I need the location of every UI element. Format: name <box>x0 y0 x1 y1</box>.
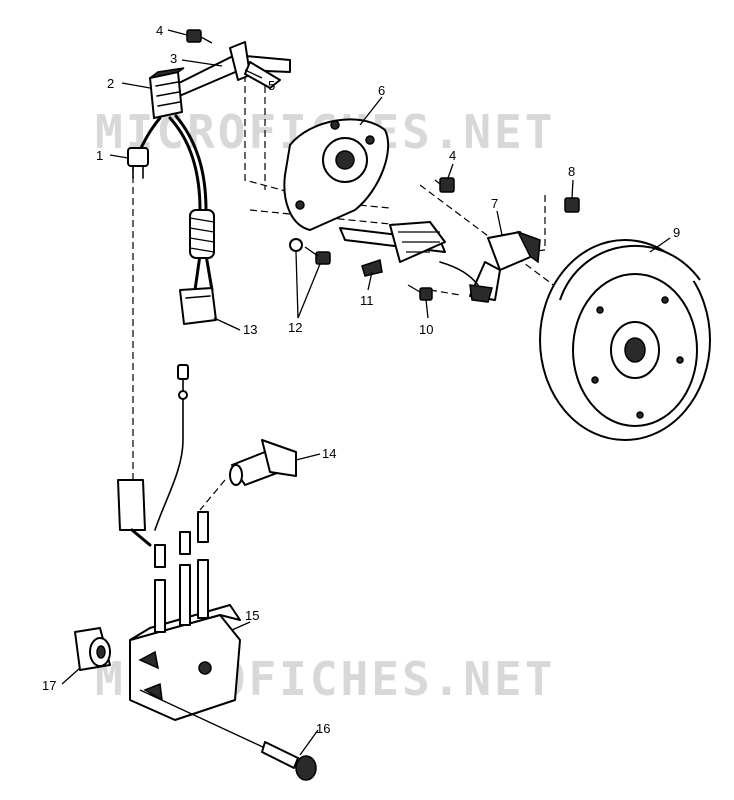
lighting-coil <box>339 221 446 277</box>
screw-washer-12 <box>289 238 331 265</box>
label-16: 16 <box>316 721 330 736</box>
label-6: 6 <box>378 83 385 98</box>
label-8: 8 <box>568 164 575 179</box>
connector-1 <box>127 147 149 179</box>
label-4b: 4 <box>449 148 456 163</box>
label-5: 5 <box>268 78 275 93</box>
callouts: 1 2 3 4 4 5 6 7 8 9 10 11 12 13 14 15 16… <box>42 23 680 736</box>
screw-4-stator <box>434 177 455 193</box>
label-11: 11 <box>360 293 374 308</box>
label-1: 1 <box>96 148 103 163</box>
label-14: 14 <box>322 446 336 461</box>
screw-4-top <box>186 29 213 44</box>
stator-plate <box>283 118 390 231</box>
label-7: 7 <box>491 196 498 211</box>
label-17: 17 <box>42 678 56 693</box>
label-2: 2 <box>107 76 114 91</box>
wire-harness <box>138 114 214 531</box>
kill-wire-terminal <box>117 364 189 547</box>
cdi-posts <box>154 511 209 633</box>
regulator-rectifier <box>149 67 185 119</box>
label-4a: 4 <box>156 23 163 38</box>
bolt-16 <box>139 689 317 781</box>
label-3: 3 <box>170 51 177 66</box>
alignment-lines <box>132 75 561 511</box>
multi-pin-connector <box>179 287 217 325</box>
label-13: 13 <box>243 322 257 337</box>
screw-8 <box>564 197 580 213</box>
label-12: 12 <box>288 320 302 335</box>
pulser-coil <box>439 230 541 303</box>
label-15: 15 <box>245 608 259 623</box>
label-9: 9 <box>673 225 680 240</box>
label-10: 10 <box>419 322 433 337</box>
screw-10 <box>407 284 433 301</box>
spark-plug-cap <box>229 439 297 486</box>
leader-lines <box>61 29 671 756</box>
flywheel <box>539 239 711 441</box>
rubber-mount <box>74 627 111 671</box>
harness-wrap <box>189 209 215 259</box>
